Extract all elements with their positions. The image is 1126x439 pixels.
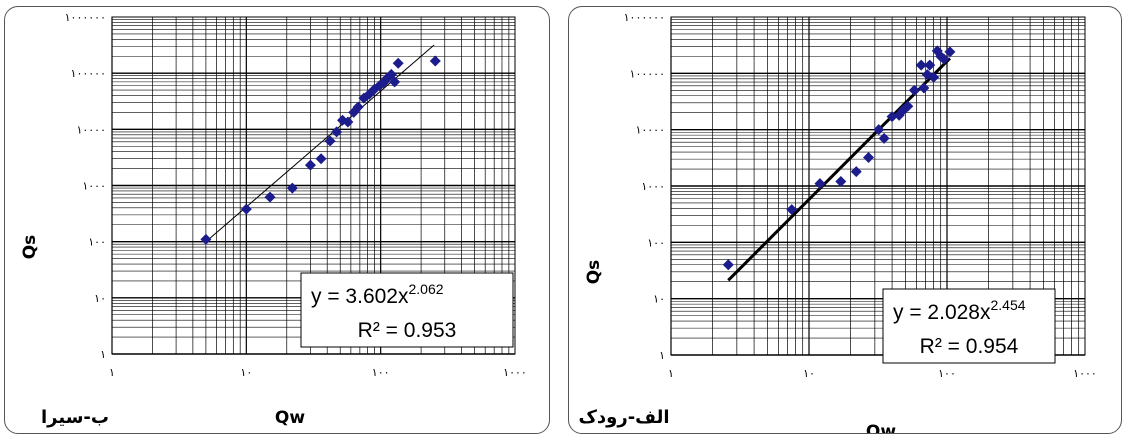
- y-tick-label: ۱: [659, 349, 665, 362]
- chart-panel-sira: ۱ ۱۰ ۱۰۰ ۱۰۰۰ ۱۰۰۰۰ ۱۰۰۰۰۰ ۱۰۰۰۰۰۰ ۱ ۱۰ ۱۰۰ ۱۰۰۰ y …: [4, 6, 550, 434]
- y-tick-label: ۱۰: [653, 293, 665, 306]
- equation-box: [882, 288, 1056, 364]
- x-tick-label: ۱۰: [240, 366, 252, 379]
- data-point: [938, 53, 950, 65]
- y-tick-label: ۱۰۰۰۰۰: [71, 67, 106, 80]
- equation-exponent: 2.062: [408, 281, 443, 297]
- data-point: [928, 71, 940, 83]
- data-point: [814, 178, 826, 190]
- data-point: [878, 132, 890, 144]
- data-point: [240, 203, 252, 215]
- r-squared-text: R² = 0.953: [358, 319, 457, 342]
- equation-base: y = 2.028x: [893, 301, 991, 324]
- y-axis-title: Qs: [20, 235, 40, 260]
- data-point: [902, 100, 914, 112]
- data-point: [429, 55, 441, 67]
- y-tick-label: ۱۰۰: [647, 236, 665, 249]
- chart-caption: ب-سیرا: [41, 407, 109, 428]
- x-tick-label: ۱۰۰۰: [503, 366, 527, 379]
- equation-base: y = 3.602x: [311, 285, 409, 308]
- data-point: [786, 204, 798, 216]
- data-point: [873, 124, 885, 136]
- y-tick-label: ۱۰۰۰۰۰۰: [624, 11, 665, 24]
- data-point: [315, 153, 327, 165]
- data-points: [722, 45, 956, 271]
- plot-frame: [111, 16, 516, 355]
- data-point: [924, 59, 936, 71]
- data-point: [722, 259, 734, 271]
- data-point: [264, 191, 276, 203]
- x-tick-label: ۱: [668, 367, 674, 380]
- data-point: [324, 135, 336, 147]
- x-tick-label: ۱۰۰: [938, 367, 956, 380]
- chart-panel-roudak: ۱ ۱۰ ۱۰۰ ۱۰۰۰ ۱۰۰۰۰ ۱۰۰۰۰۰ ۱۰۰۰۰۰۰ ۱ ۱۰ ۱۰۰ ۱۰۰۰ y …: [568, 6, 1122, 434]
- data-point: [331, 126, 343, 138]
- data-point: [863, 152, 875, 164]
- data-point: [944, 46, 956, 58]
- y-axis-title: Qs: [584, 260, 604, 285]
- data-point: [850, 166, 862, 178]
- y-tick-label: ۱۰۰۰۰۰: [630, 67, 665, 80]
- x-tick-label: ۱۰: [803, 367, 815, 380]
- data-point: [835, 176, 847, 188]
- trendline: [727, 57, 951, 282]
- x-axis-title: Qw: [866, 422, 896, 434]
- chart-roudak: ۱ ۱۰ ۱۰۰ ۱۰۰۰ ۱۰۰۰۰ ۱۰۰۰۰۰ ۱۰۰۰۰۰۰ ۱ ۱۰ ۱۰۰ ۱۰۰۰ y …: [578, 11, 1097, 434]
- chart-caption: الف-رودک: [578, 407, 669, 428]
- x-tick-label: ۱۰۰: [372, 366, 390, 379]
- data-point: [908, 84, 920, 96]
- data-point: [389, 76, 401, 88]
- x-tick-label: ۱: [109, 366, 115, 379]
- y-tick-label: ۱: [100, 348, 106, 361]
- data-point: [342, 116, 354, 128]
- data-point: [915, 59, 927, 71]
- equation-box: [300, 272, 514, 348]
- x-axis-title: Qw: [275, 408, 305, 428]
- chart-sira: ۱ ۱۰ ۱۰۰ ۱۰۰۰ ۱۰۰۰۰ ۱۰۰۰۰۰ ۱۰۰۰۰۰۰ ۱ ۱۰ ۱۰۰ ۱۰۰۰ y …: [20, 11, 527, 428]
- y-tick-label: ۱۰: [94, 292, 106, 305]
- y-tick-label: ۱۰۰۰۰۰۰: [65, 11, 106, 24]
- y-tick-label: ۱۰۰۰: [82, 180, 106, 193]
- y-tick-label: ۱۰۰۰: [641, 180, 665, 193]
- data-point: [918, 82, 930, 94]
- data-point: [304, 159, 316, 171]
- equation-text: y = 2.028x2.454: [893, 297, 1026, 324]
- data-point: [286, 182, 298, 194]
- data-point: [392, 57, 404, 69]
- y-tick-label: ۱۰۰: [88, 236, 106, 249]
- r-squared-text: R² = 0.954: [920, 335, 1019, 358]
- y-tick-label: ۱۰۰۰۰: [76, 123, 106, 136]
- data-points: [200, 55, 441, 245]
- data-point: [200, 233, 212, 245]
- equation-exponent: 2.454: [990, 297, 1025, 313]
- x-tick-label: ۱۰۰۰: [1073, 367, 1097, 380]
- plot-frame: [670, 16, 1086, 356]
- data-point: [352, 101, 364, 113]
- data-point: [886, 111, 898, 123]
- y-tick-label: ۱۰۰۰۰: [635, 124, 665, 137]
- equation-text: y = 3.602x2.062: [311, 281, 444, 308]
